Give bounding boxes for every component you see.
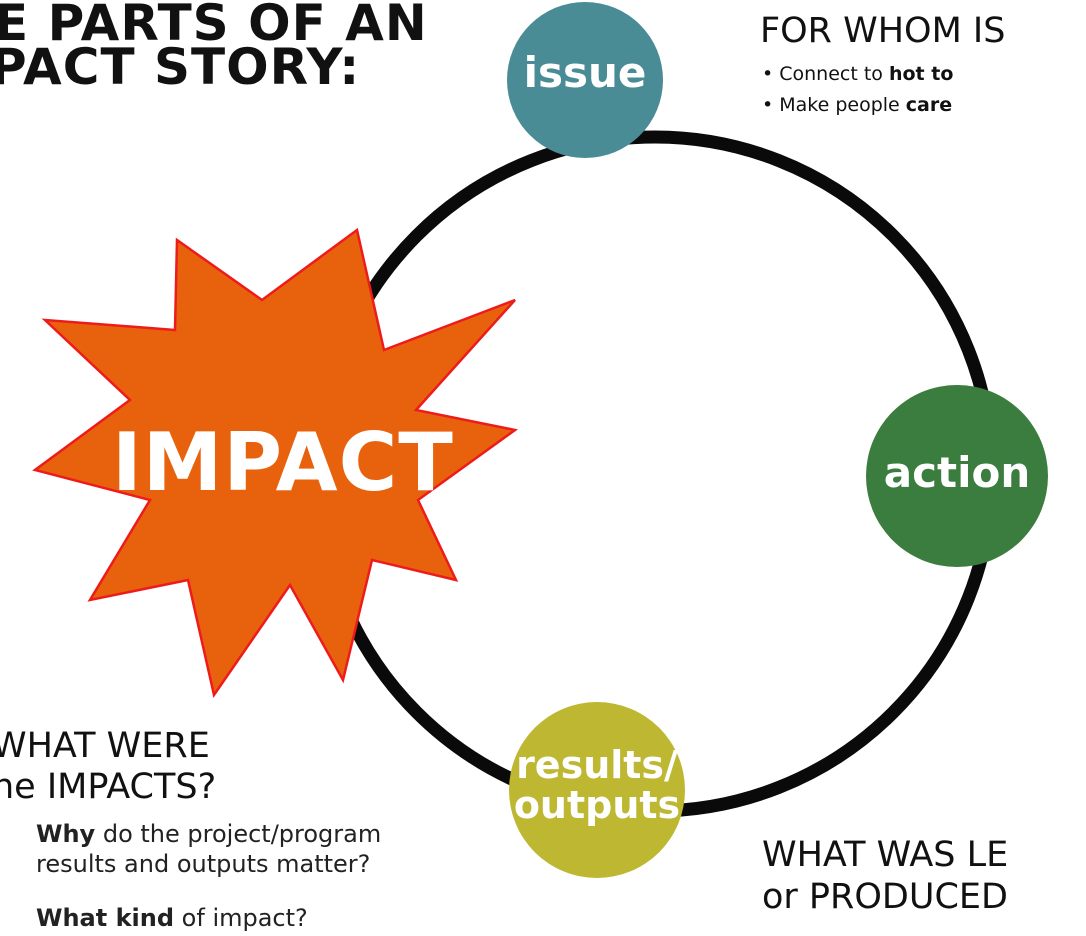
issue-bullet-2: • Make people care <box>762 96 952 115</box>
impact-label: IMPACT <box>112 416 454 509</box>
issue-bullet-2-bold: care <box>905 94 953 116</box>
impact-question-line-1: WHAT WERE <box>0 726 210 766</box>
issue-bullet-2-prefix: • Make people <box>762 94 906 116</box>
action-node: action <box>866 385 1048 567</box>
impact-body-line-1-text: do the project/program <box>95 820 382 848</box>
impact-body-line-2-text: results and outputs matter? <box>36 850 371 878</box>
results-question-line-2: or PRODUCED <box>762 877 1008 917</box>
results-node: results/ outputs <box>509 702 685 878</box>
results-question-line-1: WHAT WAS LE <box>762 835 1009 875</box>
impact-body-line-1-bold: Why <box>36 820 96 848</box>
results-node-line1: results/ <box>516 743 678 788</box>
action-node-label: action <box>883 447 1031 497</box>
title-line-1: E PARTS OF AN <box>0 0 428 52</box>
issue-bullet-1-bold: hot to <box>888 63 954 85</box>
impact-body-line-3: What kind of impact? <box>36 906 308 930</box>
impact-question-line-2: he IMPACTS? <box>0 767 217 807</box>
impact-body-line-1: Why do the project/program <box>36 822 381 846</box>
title-line-2: PACT STORY: <box>0 38 361 96</box>
impact-body-line-2: results and outputs matter? <box>36 852 370 876</box>
impact-starburst <box>32 227 519 699</box>
issue-question-heading: FOR WHOM IS <box>760 11 1006 51</box>
impact-body-line-3-text: of impact? <box>174 904 308 932</box>
issue-bullet-1-prefix: • Connect to <box>762 63 889 85</box>
issue-bullet-1: • Connect to hot to <box>762 65 953 84</box>
issue-node-label: issue <box>523 47 647 97</box>
issue-node: issue <box>507 2 663 158</box>
results-node-line2: outputs <box>513 783 681 827</box>
impact-body-line-3-bold: What kind <box>36 904 175 932</box>
